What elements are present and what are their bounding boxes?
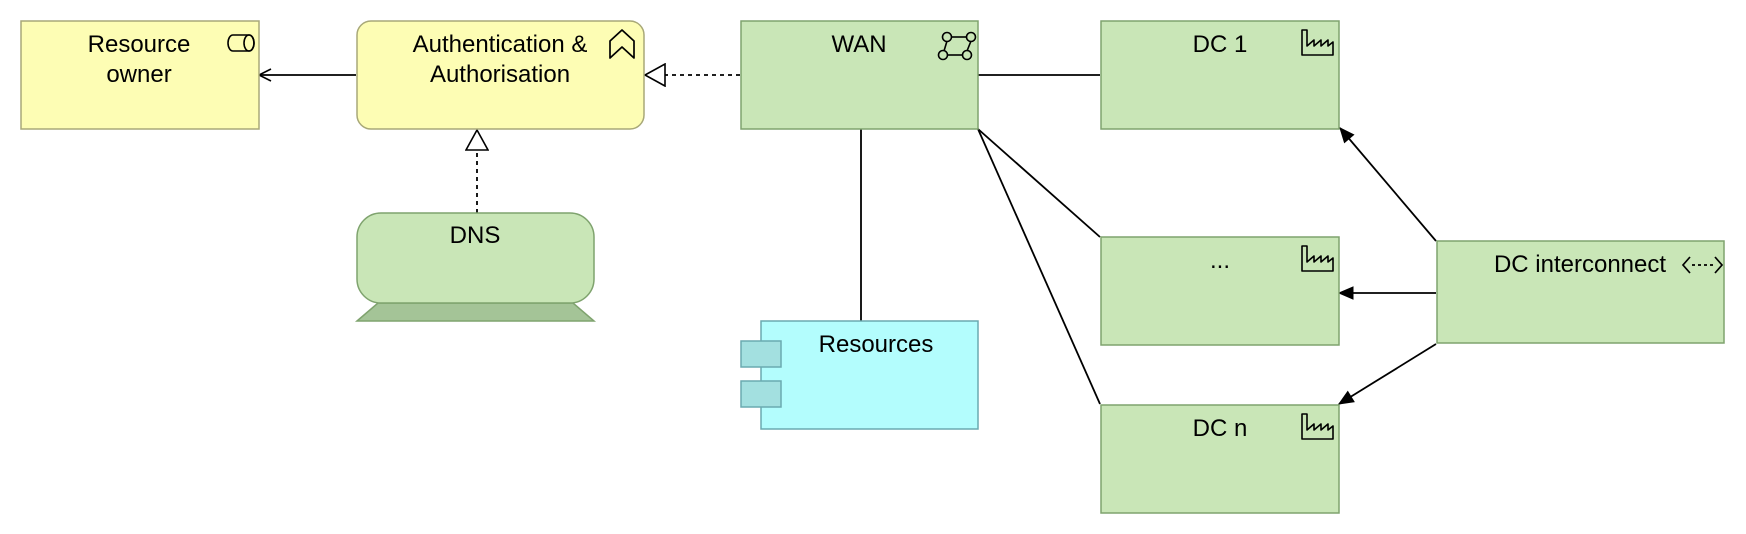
component-tab-top xyxy=(740,340,782,368)
dcn-label: DC n xyxy=(1193,415,1248,442)
relations xyxy=(259,75,1437,405)
business-function-icon xyxy=(609,29,635,59)
triggering-interconnect-to-dcn[interactable] xyxy=(1339,343,1437,405)
resources-node[interactable]: Resources xyxy=(740,320,979,430)
dc1-node[interactable]: DC 1 xyxy=(1100,20,1340,130)
dc-interconnect-node[interactable]: DC interconnect xyxy=(1436,240,1725,344)
dc1-label: DC 1 xyxy=(1193,31,1248,58)
dns-label: DNS xyxy=(450,222,501,249)
wan-label: WAN xyxy=(831,31,886,58)
resource-owner-label-line1: Resource xyxy=(88,31,191,58)
resources-label: Resources xyxy=(819,331,934,358)
communication-network-icon xyxy=(937,31,977,61)
dc-interconnect-label: DC interconnect xyxy=(1494,251,1666,278)
dc-mid-node[interactable]: ... xyxy=(1100,236,1340,346)
component-tab-bottom xyxy=(740,380,782,408)
auth-label-line2: Authorisation xyxy=(430,61,570,88)
dc-mid-label: ... xyxy=(1210,247,1230,274)
dcn-node[interactable]: DC n xyxy=(1100,404,1340,514)
resource-owner-label-line2: owner xyxy=(106,61,171,88)
device-base xyxy=(354,302,597,322)
auth-label-line1: Authentication & xyxy=(413,31,588,58)
facility-icon xyxy=(1301,413,1334,440)
wan-node[interactable]: WAN xyxy=(740,20,979,130)
resource-owner-node[interactable]: Resource owner xyxy=(20,20,260,130)
business-role-icon xyxy=(227,34,255,52)
dns-node[interactable]: DNS xyxy=(354,212,597,322)
auth-node[interactable]: Authentication & Authorisation xyxy=(356,20,645,130)
path-icon xyxy=(1681,256,1724,274)
association-wan-to-dc-mid[interactable] xyxy=(977,128,1101,238)
facility-icon xyxy=(1301,29,1334,56)
association-wan-to-dcn[interactable] xyxy=(977,128,1101,405)
facility-icon xyxy=(1301,245,1334,272)
triggering-interconnect-to-dc1[interactable] xyxy=(1340,128,1437,242)
